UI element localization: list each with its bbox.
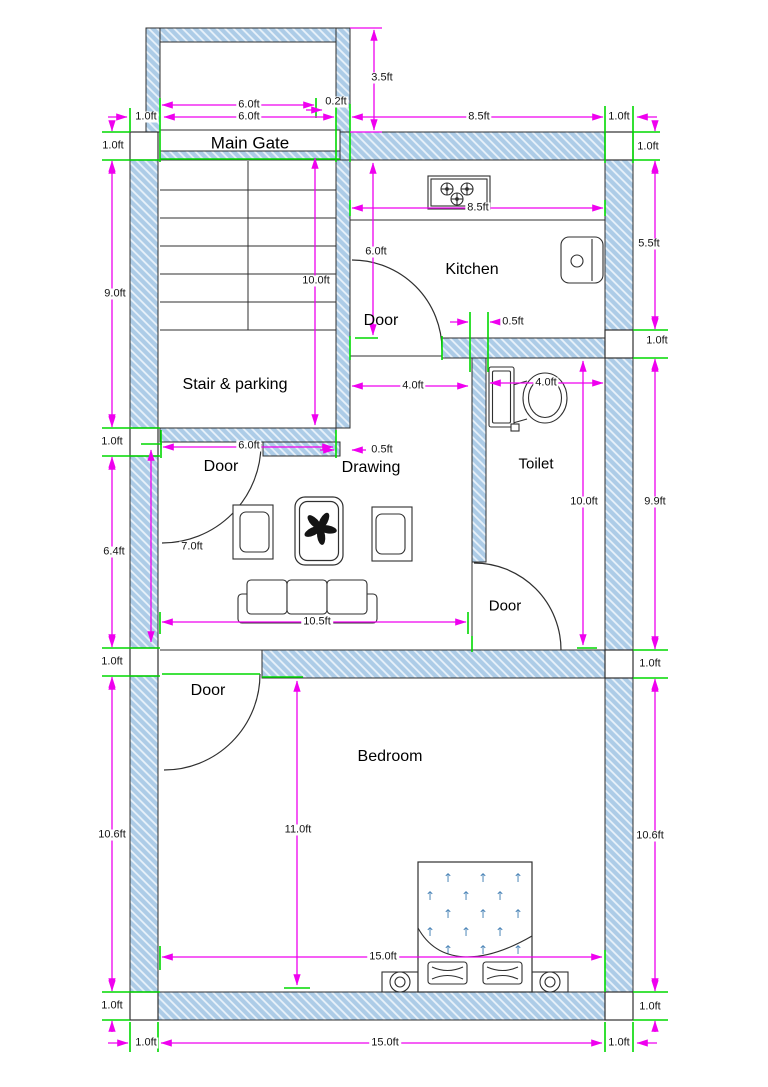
dim-kitchen-top-width: 8.5ft	[466, 110, 492, 123]
drawing-door-arc	[161, 443, 262, 544]
extension-lines	[102, 98, 668, 1052]
dim-left-wall-top-width: 1.0ft	[133, 110, 159, 123]
dim-toilet-right-height: 9.9ft	[642, 495, 668, 508]
dim-gate-width: 6.0ft	[236, 110, 262, 123]
dim-right-lower-wall: 1.0ft	[637, 657, 663, 670]
dim-right-bottom-wall: 1.0ft	[637, 1000, 663, 1013]
svg-text:↑: ↑	[461, 889, 471, 903]
dim-drawing-height: 7.0ft	[179, 540, 205, 553]
kitchen-door-arc	[351, 259, 443, 351]
dim-inner-wall-thickness: 0.5ft	[369, 443, 395, 456]
staircase	[160, 161, 336, 331]
dim-kitchen-door-height: 6.0ft	[363, 245, 389, 258]
door-label-drawing: Door	[203, 458, 239, 475]
dim-kitchen-width: 8.5ft	[465, 201, 491, 214]
dim-drawing-left-height: 6.4ft	[101, 545, 127, 558]
dim-drawing-opening: 6.0ft	[236, 439, 262, 452]
dim-porch-width: 6.0ft	[236, 98, 262, 111]
room-label-bedroom: Bedroom	[357, 748, 423, 765]
svg-text:↑: ↑	[443, 871, 453, 885]
svg-text:↑: ↑	[478, 943, 488, 957]
dim-kitchen-right-height: 5.5ft	[636, 237, 662, 250]
dim-toilet-width: 4.0ft	[533, 376, 559, 389]
svg-text:↑: ↑	[443, 907, 453, 921]
room-label-kitchen: Kitchen	[445, 261, 499, 278]
armchair-right-icon	[371, 506, 413, 562]
room-label-main-gate: Main Gate	[210, 133, 290, 153]
dim-porch-height: 3.5ft	[369, 71, 395, 84]
svg-text:↑: ↑	[478, 907, 488, 921]
dim-right-mid-wall: 1.0ft	[644, 334, 670, 347]
armchair-left-icon	[232, 504, 274, 560]
plant-icon	[304, 512, 337, 545]
svg-text:↑: ↑	[425, 925, 435, 939]
svg-text:↑: ↑	[443, 943, 453, 957]
door-label-kitchen: Door	[363, 312, 399, 329]
svg-text:↑: ↑	[495, 889, 505, 903]
dim-left-lower-wall: 1.0ft	[99, 655, 125, 668]
dim-bedroom-height: 11.0ft	[282, 823, 314, 836]
svg-text:↑: ↑	[513, 943, 523, 957]
bedroom-door-arc	[163, 673, 261, 771]
sink-icon	[560, 236, 604, 284]
dim-porch-wall-offset: 0.2ft	[323, 95, 349, 108]
dim-bottom-left-wall: 1.0ft	[133, 1036, 159, 1049]
dim-left-bottom-wall: 1.0ft	[99, 999, 125, 1012]
dim-bedroom-width: 15.0ft	[367, 950, 399, 963]
dim-drawing-width: 10.5ft	[301, 615, 333, 628]
dim-bedroom-left-height: 10.6ft	[96, 828, 128, 841]
door-label-bedroom: Door	[190, 682, 226, 699]
dim-bottom-width: 15.0ft	[369, 1036, 401, 1049]
svg-text:↑: ↑	[513, 907, 523, 921]
dim-toilet-height: 10.0ft	[568, 495, 600, 508]
dim-right-wall-top-width: 1.0ft	[606, 110, 632, 123]
dim-right-top-wall: 1.0ft	[635, 140, 661, 153]
wall-columns	[129, 131, 634, 1021]
dim-left-top-wall: 1.0ft	[100, 139, 126, 152]
room-label-drawing: Drawing	[341, 459, 401, 476]
sofa-icon	[237, 579, 378, 624]
room-label-toilet: Toilet	[518, 455, 554, 473]
svg-text:↑: ↑	[513, 871, 523, 885]
dim-stair-left-height: 9.0ft	[102, 287, 128, 300]
svg-text:↑: ↑	[425, 889, 435, 903]
svg-text:↑: ↑	[478, 871, 488, 885]
svg-text:↑: ↑	[461, 925, 471, 939]
pillows-icon	[427, 961, 523, 985]
dim-hall-width: 4.0ft	[400, 379, 426, 392]
svg-text:↑: ↑	[495, 925, 505, 939]
dim-stair-inner-height: 10.0ft	[300, 274, 332, 287]
door-label-toilet: Door	[488, 597, 522, 615]
bed-icon: ↑ ↑ ↑ ↑ ↑ ↑ ↑ ↑ ↑ ↑ ↑ ↑ ↑ ↑ ↑	[381, 861, 569, 993]
dim-bedroom-right-height: 10.6ft	[634, 829, 666, 842]
room-label-stair-parking: Stair & parking	[182, 376, 288, 393]
dim-bottom-right-wall: 1.0ft	[606, 1036, 632, 1049]
structure-lines	[160, 219, 605, 651]
dim-left-mid-wall: 1.0ft	[99, 435, 125, 448]
dim-toilet-wall-thickness: 0.5ft	[500, 315, 526, 328]
toilet-door-arc	[473, 562, 562, 651]
blanket-arrows: ↑ ↑ ↑ ↑ ↑ ↑ ↑ ↑ ↑ ↑ ↑ ↑ ↑ ↑ ↑	[425, 871, 523, 957]
